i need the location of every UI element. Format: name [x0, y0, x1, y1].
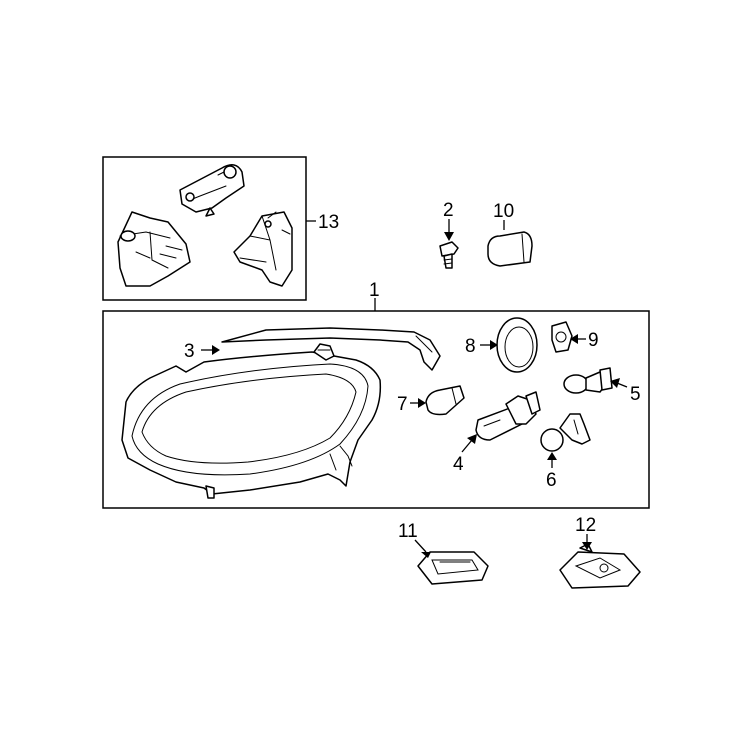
callout-8: 8 [465, 336, 476, 357]
callout-3: 3 [184, 341, 195, 362]
callout-6: 6 [546, 470, 557, 491]
bracket-kit-inset [102, 156, 307, 301]
bulb-5-part [563, 367, 613, 394]
callout-12: 12 [575, 515, 596, 536]
bolt-part [439, 241, 459, 269]
ballast-module-12-part [559, 543, 641, 589]
trim-strip-part [221, 327, 441, 371]
bulb-7-part [425, 385, 465, 416]
left-bracket-part [117, 211, 191, 287]
callout-10: 10 [493, 201, 514, 222]
bulb-4-part [475, 391, 541, 441]
callout-9: 9 [588, 330, 599, 351]
cap-part [487, 231, 533, 267]
bulb-clip-part [551, 321, 573, 353]
callout-5: 5 [630, 384, 641, 405]
leader-lines [201, 219, 628, 558]
bracket-kit-box [102, 156, 307, 301]
headlamp-housing-part [121, 343, 382, 499]
callout-13: 13 [318, 212, 339, 233]
callout-7: 7 [397, 394, 408, 415]
seal-ring-part [496, 317, 538, 373]
upper-bracket-part [179, 164, 245, 217]
callout-4: 4 [453, 454, 464, 475]
right-bracket-part [233, 211, 293, 287]
callout-2: 2 [443, 200, 454, 221]
callout-1: 1 [369, 280, 380, 301]
bulb-6-part [540, 413, 591, 452]
headlamp-assembly-box [102, 310, 650, 509]
callout-labels: 1 2 3 4 5 6 7 8 9 10 11 12 13 [184, 200, 641, 542]
callout-11: 11 [398, 521, 418, 542]
